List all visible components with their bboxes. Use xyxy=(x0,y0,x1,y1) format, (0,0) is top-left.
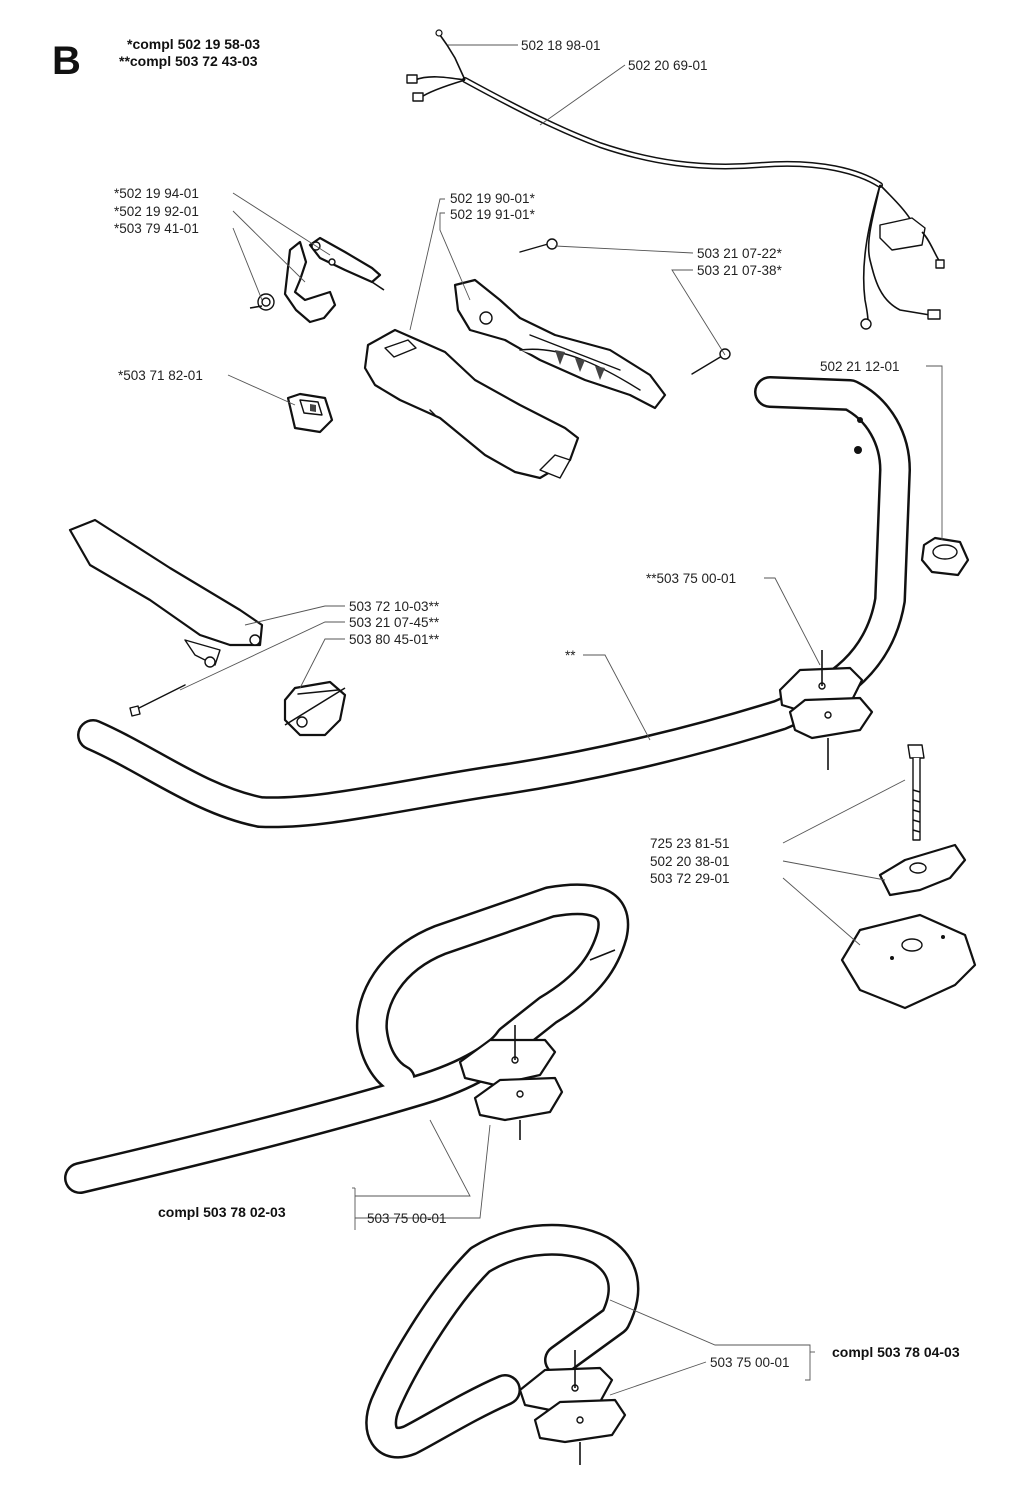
leader-lines xyxy=(179,44,943,1396)
part-labels: 502 18 98-01 502 20 69-01 *502 19 94-01 … xyxy=(114,38,960,1370)
label-cable-tip: 502 18 98-01 xyxy=(521,38,601,53)
base-plate xyxy=(840,913,977,1010)
label-grip-screw: 503 21 07-45** xyxy=(349,615,440,630)
label-stop-switch: *503 71 82-01 xyxy=(118,368,203,383)
label-trigger-b: *502 19 92-01 xyxy=(114,204,199,219)
label-cable: 502 20 69-01 xyxy=(628,58,708,73)
label-bolt: 725 23 81-51 xyxy=(650,836,730,851)
label-screw-short: 503 21 07-22* xyxy=(697,246,783,261)
label-loop-clamp-1: 503 75 00-01 xyxy=(367,1211,447,1226)
kit-loop-handle-1: compl 503 78 02-03 xyxy=(158,1204,286,1220)
label-base-plate: 503 72 29-01 xyxy=(650,871,730,886)
handle-screw-short xyxy=(519,238,558,253)
loop-handle-2 xyxy=(365,1223,640,1459)
label-knob: 502 20 38-01 xyxy=(650,854,730,869)
compl-double-star: **compl 503 72 43-03 xyxy=(119,53,258,69)
label-grip-sleeve: 503 80 45-01** xyxy=(349,632,440,647)
label-clamp-double: **503 75 00-01 xyxy=(646,571,736,586)
main-handlebar xyxy=(77,376,911,829)
grip-screw xyxy=(129,684,186,717)
label-loop-clamp-2: 503 75 00-01 xyxy=(710,1355,790,1370)
handle-half-inner xyxy=(453,278,667,410)
compl-single-star: *compl 502 19 58-03 xyxy=(127,36,260,52)
tension-knob xyxy=(878,843,967,897)
label-screw-long: 503 21 07-38* xyxy=(697,263,783,278)
section-letter: B xyxy=(52,39,81,83)
left-grip xyxy=(68,518,264,668)
loop-clamp-1 xyxy=(458,1025,564,1140)
throttle-trigger xyxy=(283,236,385,324)
handle-half-outer xyxy=(363,328,580,480)
loop-clamp-2 xyxy=(518,1350,627,1465)
stop-switch xyxy=(286,392,334,434)
end-cap xyxy=(920,536,970,577)
trigger-spring xyxy=(249,293,275,311)
label-handle-half-b: 502 19 91-01* xyxy=(450,207,536,222)
loop-handle-1 xyxy=(64,883,630,1194)
throttle-cable xyxy=(406,29,945,330)
label-handle-half-a: 502 19 90-01* xyxy=(450,191,536,206)
bolt xyxy=(907,744,925,841)
label-end-cap: 502 21 12-01 xyxy=(820,359,900,374)
handlebar-clamp xyxy=(778,650,874,770)
label-handlebar: ** xyxy=(565,648,576,663)
handle-screw-long xyxy=(691,348,731,375)
label-trigger-a: *502 19 94-01 xyxy=(114,186,199,201)
label-left-grip: 503 72 10-03** xyxy=(349,599,440,614)
kit-loop-handle-2: compl 503 78 04-03 xyxy=(832,1344,960,1360)
label-trigger-spring: *503 79 41-01 xyxy=(114,221,199,236)
grip-sleeve xyxy=(283,680,347,737)
